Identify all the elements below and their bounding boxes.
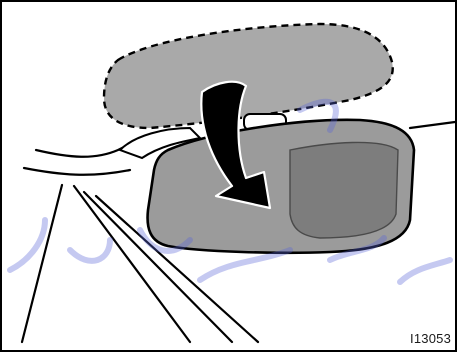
figure-reference-code: I13053 bbox=[410, 331, 451, 346]
visor-panel bbox=[290, 142, 398, 238]
